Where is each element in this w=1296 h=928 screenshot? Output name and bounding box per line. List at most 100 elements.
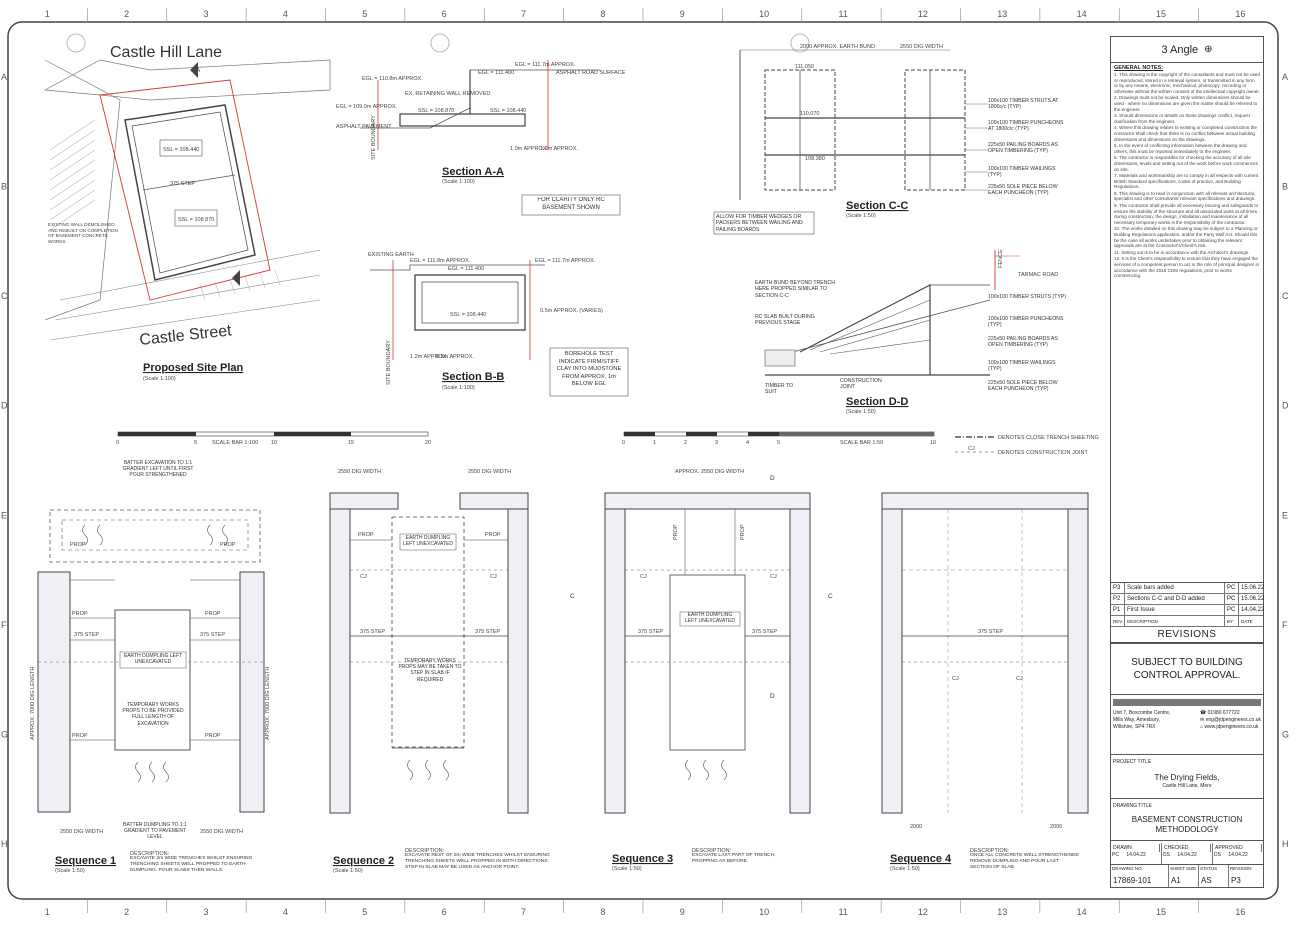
section-arrow-icon xyxy=(190,62,198,78)
meta-row: DRAWN PC 14.04.22 CHECKED DS 14.04.22 AP… xyxy=(1111,843,1263,865)
dim-right: 2000 xyxy=(1050,824,1062,830)
drawing-number-row: DRAWING NO. 17869-101 SHEET SIZE A1 STAT… xyxy=(1111,865,1263,887)
grid-column-label: 11 xyxy=(838,9,847,19)
meta-approved: APPROVED DS 14.04.22 xyxy=(1213,843,1263,864)
section-aa-scale: (Scale 1:100) xyxy=(442,179,475,185)
grid-column-label: 5 xyxy=(362,907,367,917)
grid-column-label: 9 xyxy=(680,907,685,917)
prop-label: PROP xyxy=(70,542,86,548)
note-item: 12. It is the Client's responsibility to… xyxy=(1114,256,1260,279)
borehole-note: BOREHOLE TEST INDICATE FIRM/STIFF CLAY I… xyxy=(557,351,622,387)
revision-date: 14.04.22 xyxy=(1241,607,1265,613)
grid-column-label: 6 xyxy=(442,9,447,19)
contact-phone[interactable]: 01980 677722 xyxy=(1207,710,1240,716)
dig-width: 2550 DIG WIDTH xyxy=(200,829,243,835)
aa-label: EX. RETAINING WALL REMOVED xyxy=(405,91,490,97)
address-line: Wiltshire, SP4 7RX xyxy=(1113,724,1156,730)
step-label: 375 STEP xyxy=(200,632,225,638)
rev-head-date: DATE xyxy=(1241,618,1253,624)
grid-column-label: 4 xyxy=(283,907,288,917)
grid-column-label: 4 xyxy=(283,9,288,19)
section-marker-d: D xyxy=(770,693,775,700)
meta-checked: CHECKED DS 14.04.22 xyxy=(1162,843,1213,864)
seq1-description: EXCAVATE 2m WIDE TRENCHES WHILST ENSURIN… xyxy=(130,856,253,873)
drawing-number: 17869-101 xyxy=(1113,876,1152,885)
contact-email[interactable]: eng@jdpengineers.co.uk xyxy=(1205,717,1261,723)
grid-column-label: 10 xyxy=(759,907,769,917)
legend-sheeting: DENOTES CLOSE TRENCH SHEETING xyxy=(998,435,1099,441)
scale-tick: 5 xyxy=(194,440,197,446)
contact-web[interactable]: www.jdpengineers.co.uk xyxy=(1204,724,1259,730)
sheet-size-cell: SHEET SIZE A1 xyxy=(1169,865,1199,887)
meta-label: DRAWN xyxy=(1112,844,1160,852)
revision-rev: P1 xyxy=(1111,605,1125,615)
cj-label: CJ xyxy=(1016,676,1023,682)
grid-column-label: 2 xyxy=(124,907,129,917)
grid-row-label: A xyxy=(1282,72,1288,82)
bb-label: SSL = 108.440 xyxy=(450,312,486,318)
section-dd-title: Section D-D xyxy=(846,396,908,408)
aa-label: ASPHALT ROAD SURFACE xyxy=(556,70,626,76)
seq1-props-note: TEMPORARY WORKS PROPS TO BE PROVIDED FUL… xyxy=(122,702,184,727)
wedge-note: ALLOW FOR TIMBER WEDGES OR PACKERS BETWE… xyxy=(716,214,803,233)
note-item: 7. Materials and workmanship are to comp… xyxy=(1114,173,1259,190)
aa-label: ASPHALT PAVEMENT xyxy=(336,124,392,130)
dig-width: 2550 DIG WIDTH xyxy=(60,829,103,835)
dd-label: 100x100 TIMBER PUNCHEONS (TYP) xyxy=(988,316,1064,329)
sequence-3-title: Sequence 3 xyxy=(612,853,673,865)
prop-label: PROP xyxy=(673,524,679,540)
note-item: 5. In the event of conflicting informati… xyxy=(1114,143,1247,154)
side-dim: APPROX. 7000 DIG LENGTH xyxy=(265,667,271,740)
street-name-north: Castle Hill Lane xyxy=(110,44,222,61)
seq2-description: EXCAVATE REST OF 2m WIDE TRENCHES WHILST… xyxy=(405,853,550,870)
description-head: DESCRIPTION: xyxy=(970,848,1010,854)
revision-value: P3 xyxy=(1231,876,1241,885)
section-marker-c: C xyxy=(570,593,575,600)
cc-dim: 2000 APPROX. EARTH BUND xyxy=(800,44,875,50)
grid-column-label: 7 xyxy=(521,907,526,917)
grid-row-label: H xyxy=(1,839,8,849)
step-label: 375 STEP xyxy=(74,632,99,638)
scale-bar-label: SCALE BAR 1:50 xyxy=(840,440,883,446)
revision-cell: REVISION P3 xyxy=(1229,865,1263,887)
grid-column-label: 3 xyxy=(203,9,208,19)
sheet-size: A1 xyxy=(1171,876,1181,885)
scale-tick: 20 xyxy=(425,440,431,446)
scale-tick: 15 xyxy=(348,440,354,446)
legend: DENOTES CLOSE TRENCH SHEETING CJ DENOTES… xyxy=(955,435,1099,456)
scale-bar-1-50: 0 1 2 3 4 5 10 SCALE BAR 1:50 xyxy=(622,431,936,446)
side-dim: APPROX. 7000 DIG LENGTH xyxy=(30,667,36,740)
seq1-bottom-note: BATTER DUMPLING TO 1:1 GRADIENT TO PAVEM… xyxy=(123,822,187,841)
revision-desc: First Issue xyxy=(1125,605,1225,615)
cc-level: 110.070 xyxy=(800,111,819,117)
step-label: 375 STEP xyxy=(170,181,195,187)
grid-column-label: 14 xyxy=(1077,907,1087,917)
meta-date: 14.04.22 xyxy=(1126,852,1146,858)
drawing-number-cell: DRAWING NO. 17869-101 xyxy=(1111,865,1169,887)
general-notes: 1. This drawing is the copyright of the … xyxy=(1111,71,1263,611)
grid-row-label: C xyxy=(1,291,8,301)
meta-label: CHECKED xyxy=(1163,844,1211,852)
dd-label: FENCE xyxy=(998,249,1004,268)
sequence-3-scale: (Scale 1:50) xyxy=(612,866,642,872)
grid-column-label: 1 xyxy=(45,907,50,917)
seq3-description: EXCAVATE LAST PART OF TRENCH, PROPPING A… xyxy=(692,853,776,864)
meta-name: DS xyxy=(1214,852,1221,858)
cc-level: 108.380 xyxy=(805,156,825,162)
step-label: 375 STEP xyxy=(638,629,663,635)
drawing-label: DRAWING TITLE xyxy=(1113,803,1152,809)
slab-level-upper: SSL = 108.440 xyxy=(163,147,199,153)
step-label: 375 STEP xyxy=(752,629,777,635)
scale-tick: 1 xyxy=(653,440,656,446)
revision-date: 15.06.22 xyxy=(1241,585,1265,591)
batter-symbol-icon xyxy=(685,759,727,781)
cj-label: CJ xyxy=(490,574,497,580)
bb-label: EGL = 111.8m APPROX. xyxy=(410,258,471,264)
project-name: The Drying Fields, xyxy=(1154,773,1220,782)
scale-bar-1-100: 0 5 10 15 20 SCALE BAR 1:100 xyxy=(116,431,431,446)
seq3-centre-note: EARTH DUMPLING LEFT UNEXCAVATED xyxy=(685,612,735,625)
email-icon: ✉ xyxy=(1200,717,1206,723)
